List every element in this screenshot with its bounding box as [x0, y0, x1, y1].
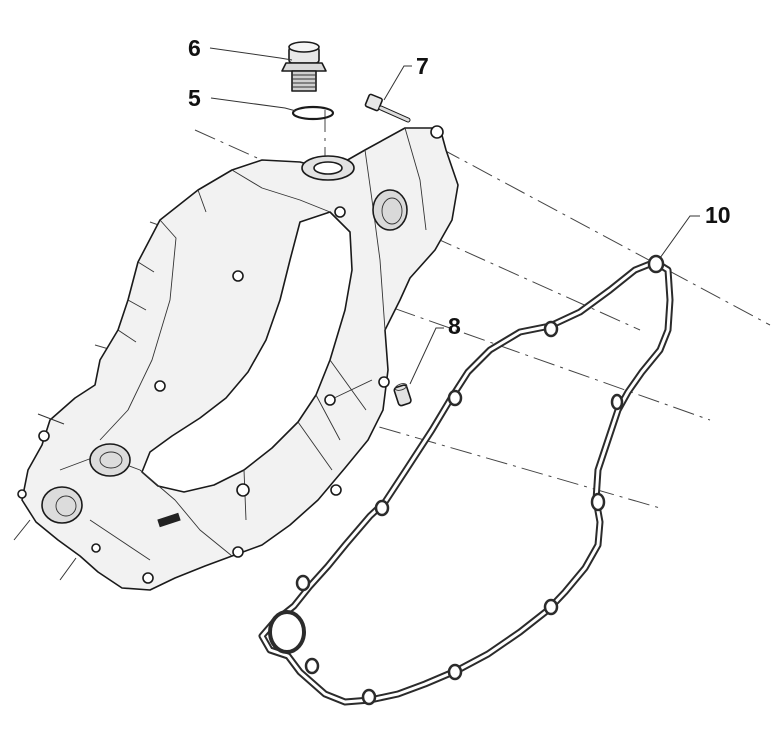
- cover-rib-left: [99, 219, 177, 441]
- gasket-hole-7: [543, 598, 559, 616]
- leader-stub-2: [13, 519, 31, 541]
- boss-11: [38, 430, 50, 442]
- bolt-head: [364, 93, 383, 112]
- gasket: [258, 254, 674, 706]
- callout-5: 5: [188, 85, 201, 111]
- gasket-inner-line: [260, 260, 672, 704]
- gasket-hole-4: [447, 389, 463, 407]
- cover-rib-top: [231, 169, 331, 213]
- gasket-hole-5: [590, 492, 606, 512]
- cover-inner-opening: [141, 211, 353, 493]
- gasket-hole-8: [295, 574, 311, 592]
- dowel-pin-end: [394, 383, 408, 391]
- bearing-bore-upper-inner: [381, 197, 403, 225]
- gasket-hole-9: [447, 663, 463, 681]
- boss-2: [334, 206, 346, 218]
- leader-10: [659, 215, 700, 259]
- gasket-hole-2: [543, 320, 559, 338]
- dowel-pin-body: [393, 384, 412, 407]
- cover-rib-inner: [117, 189, 207, 343]
- plug-head-top: [288, 41, 320, 53]
- boss-7: [236, 483, 250, 497]
- boss-9: [232, 546, 244, 558]
- axis-line-3: [149, 221, 711, 421]
- cover-logo-mark: [157, 512, 181, 528]
- plug-flange: [281, 62, 327, 72]
- gasket-bolt-holes: [295, 254, 665, 706]
- bearing-bore-upper: [372, 189, 408, 231]
- boss-10: [142, 572, 154, 584]
- boss-12: [17, 489, 27, 499]
- callout-7: 7: [416, 53, 429, 79]
- boss-1: [430, 125, 444, 139]
- gasket-hole-6: [374, 499, 390, 517]
- axis-line-2: [439, 147, 771, 326]
- bolt-shank-fill: [379, 106, 410, 122]
- callout-10: 10: [705, 202, 731, 228]
- leader-8: [409, 327, 444, 385]
- leader-stub-3: [59, 557, 77, 581]
- leader-7: [383, 65, 412, 101]
- callout-6: 6: [188, 35, 201, 61]
- clutch-cover: [17, 125, 459, 591]
- gasket-hole-1: [647, 254, 665, 274]
- boss-6: [324, 394, 336, 406]
- gasket-hole-11: [304, 657, 320, 675]
- plug-thread: [291, 70, 317, 92]
- gasket-hole-3: [610, 393, 624, 411]
- leader-stub-1: [37, 413, 65, 425]
- dowel-pin: [393, 383, 412, 407]
- leader-6: [209, 47, 293, 61]
- gasket-hole-10: [361, 688, 377, 706]
- gasket-large-eye: [268, 610, 306, 654]
- leader-lines: [13, 47, 700, 581]
- boss-8: [330, 484, 342, 496]
- callout-8: 8: [448, 313, 461, 339]
- boss-5: [378, 376, 390, 388]
- oil-filler-plug: [281, 41, 327, 92]
- axis-line-4: [94, 344, 661, 509]
- mounting-bosses: [17, 125, 444, 584]
- leader-5: [210, 97, 297, 112]
- boss-13: [91, 543, 101, 553]
- filler-neck-bore: [313, 161, 343, 175]
- lower-bore-1: [89, 443, 131, 477]
- o-ring: [291, 105, 335, 121]
- cover-rib-right: [364, 127, 427, 331]
- boss-3: [232, 270, 244, 282]
- lower-bore-2-inner: [55, 495, 77, 517]
- lower-bore-1-inner: [99, 451, 123, 469]
- boss-4: [154, 380, 166, 392]
- bolt: [364, 93, 411, 123]
- plug-thread-lines: [292, 74, 316, 88]
